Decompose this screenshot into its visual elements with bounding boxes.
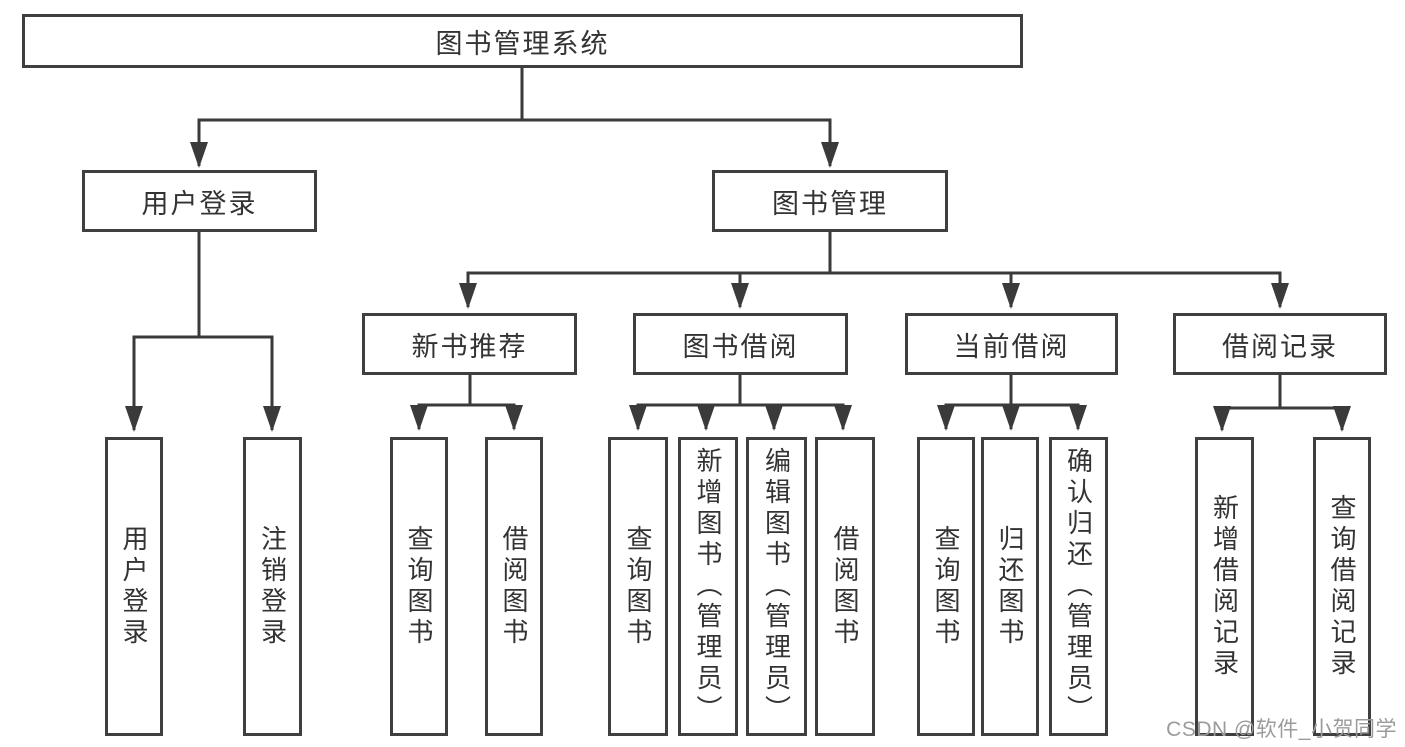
node-br-add-record-label: 新增借阅记录 bbox=[1209, 493, 1240, 680]
node-bb-add-books-label: 新增图书（管理员） bbox=[693, 447, 723, 726]
node-book-mgmt: 图书管理 bbox=[712, 170, 948, 232]
node-bb-query-books: 查询图书 bbox=[608, 437, 668, 736]
node-bb-query-books-label: 查询图书 bbox=[623, 524, 653, 649]
node-bb-add-books: 新增图书（管理员） bbox=[678, 437, 738, 736]
node-cb-query-books-label: 查询图书 bbox=[931, 524, 961, 649]
node-bb-borrow-books: 借阅图书 bbox=[815, 437, 875, 736]
node-cb-confirm-return: 确认归还（管理员） bbox=[1049, 437, 1108, 736]
connector-root-to-level2 bbox=[190, 67, 839, 168]
connector-new-books-children bbox=[410, 375, 523, 431]
node-logout-leaf-label: 注销登录 bbox=[257, 524, 288, 649]
node-bb-edit-books: 编辑图书（管理员） bbox=[746, 437, 807, 736]
node-nb-query-books: 查询图书 bbox=[390, 437, 448, 736]
node-br-add-record: 新增借阅记录 bbox=[1195, 437, 1254, 736]
node-current-borrow: 当前借阅 bbox=[905, 313, 1118, 375]
node-nb-borrow-books: 借阅图书 bbox=[485, 437, 543, 736]
connector-user-login-children bbox=[125, 232, 281, 432]
connector-book-borrow-children bbox=[629, 375, 852, 431]
node-nb-borrow-books-label: 借阅图书 bbox=[499, 524, 529, 649]
node-new-books: 新书推荐 bbox=[362, 313, 577, 375]
node-cb-return-books-label: 归还图书 bbox=[995, 524, 1025, 649]
node-user-login: 用户登录 bbox=[82, 170, 317, 232]
node-bb-edit-books-label: 编辑图书（管理员） bbox=[761, 447, 792, 726]
connector-borrow-records-children bbox=[1213, 375, 1351, 432]
node-root: 图书管理系统 bbox=[22, 14, 1023, 68]
node-br-query-record-label: 查询借阅记录 bbox=[1327, 493, 1357, 680]
node-book-borrow: 图书借阅 bbox=[633, 313, 848, 375]
node-nb-query-books-label: 查询图书 bbox=[404, 524, 434, 649]
node-borrow-records: 借阅记录 bbox=[1173, 313, 1387, 375]
node-cb-confirm-return-label: 确认归还（管理员） bbox=[1063, 447, 1094, 726]
connector-book-mgmt-children bbox=[459, 232, 1289, 309]
node-user-login-leaf: 用户登录 bbox=[105, 437, 163, 736]
node-br-query-record: 查询借阅记录 bbox=[1313, 437, 1371, 736]
node-cb-return-books: 归还图书 bbox=[981, 437, 1039, 736]
watermark: CSDN @软件_小贺同学 bbox=[1166, 718, 1397, 741]
node-logout-leaf: 注销登录 bbox=[243, 437, 302, 736]
node-cb-query-books: 查询图书 bbox=[917, 437, 975, 736]
node-bb-borrow-books-label: 借阅图书 bbox=[830, 524, 860, 649]
connector-current-borrow-children bbox=[937, 375, 1087, 431]
node-user-login-leaf-label: 用户登录 bbox=[119, 524, 149, 649]
